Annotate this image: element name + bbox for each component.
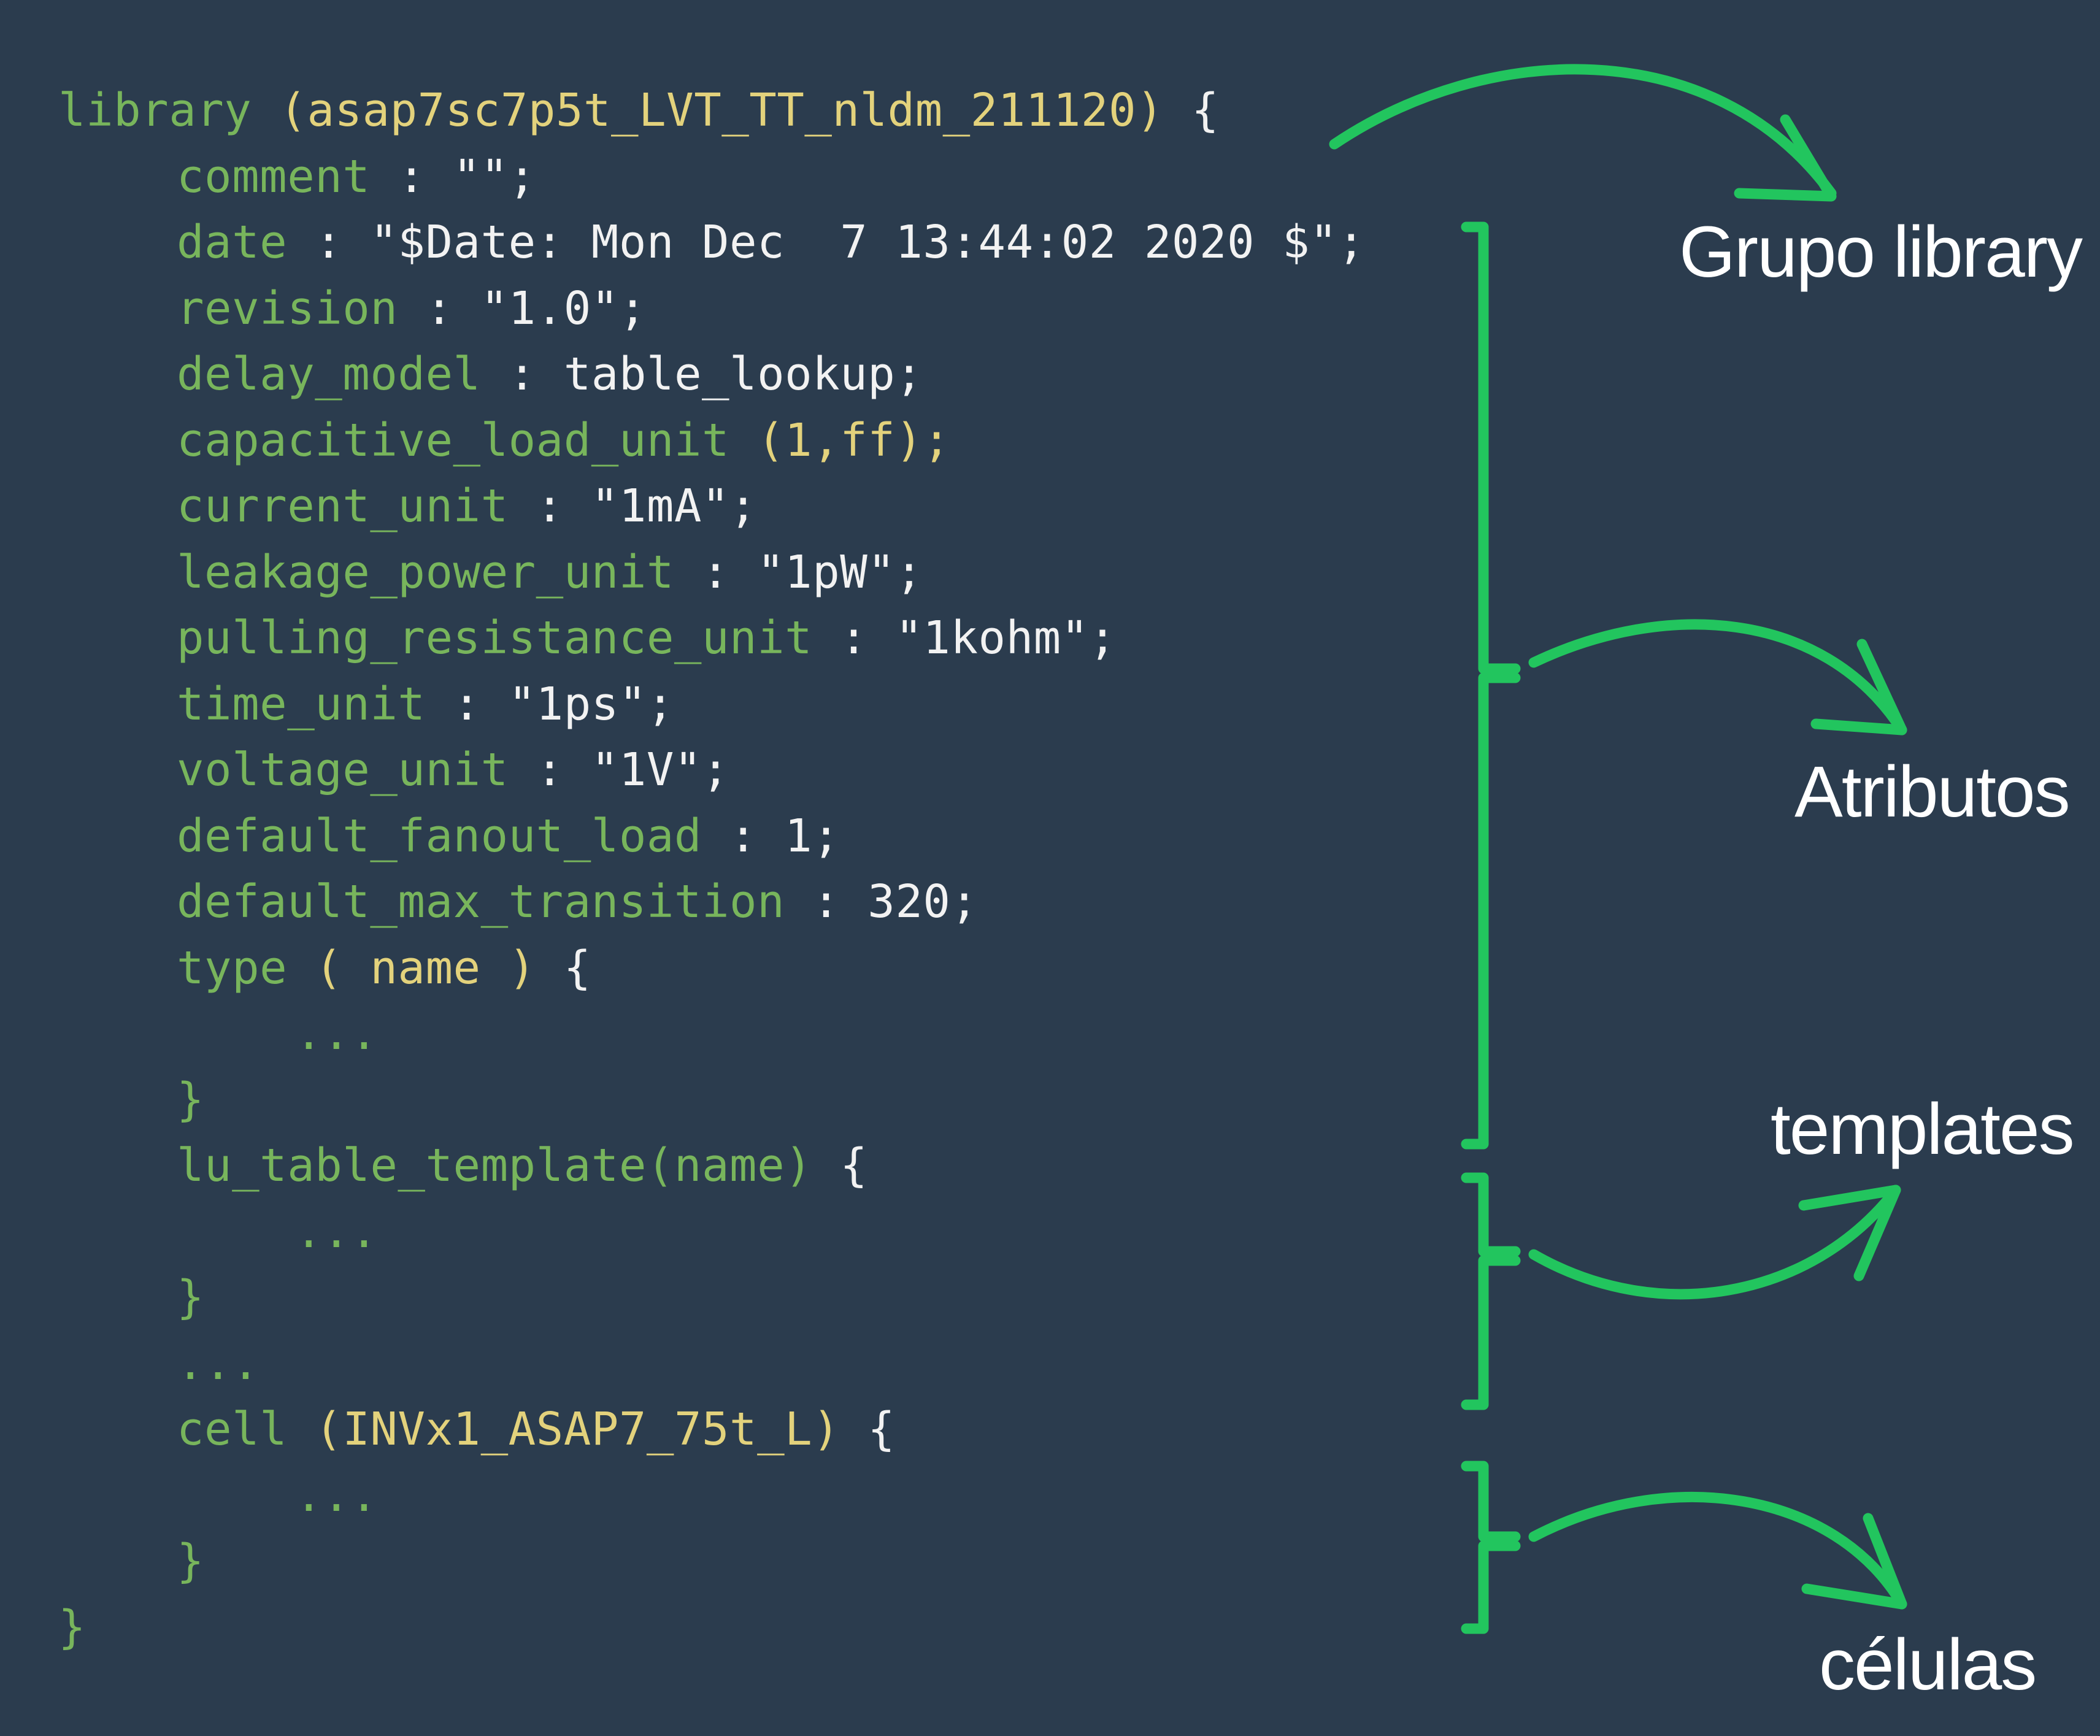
code-token: : 320; — [785, 875, 979, 928]
code-token: comment — [177, 150, 371, 203]
label-grupo-library: Grupo library — [1679, 212, 2083, 293]
bracket-templates — [1461, 1172, 1521, 1410]
code-token: : "1.0"; — [398, 282, 647, 335]
bracket-celulas — [1461, 1461, 1521, 1634]
code-line: ... — [295, 1003, 378, 1064]
code-line: delay_model : table_lookup; — [177, 344, 923, 405]
code-line: } — [58, 1597, 86, 1658]
code-token: } — [177, 1073, 205, 1126]
code-token: (INVx1_ASAP7_75t_L) — [315, 1403, 840, 1456]
code-line: current_unit : "1mA"; — [177, 475, 757, 537]
code-token: leakage_power_unit — [177, 545, 674, 599]
code-line: date : "$Date: Mon Dec 7 13:44:02 2020 $… — [177, 212, 1365, 273]
code-token: : "1V"; — [508, 743, 730, 796]
arrow-celulas — [1528, 1492, 1907, 1610]
code-token: type — [177, 941, 315, 994]
arrow-atributos-curve — [1528, 619, 1907, 735]
code-token: { — [536, 941, 591, 994]
code-token: revision — [177, 282, 398, 335]
label-atributos: Atributos — [1794, 751, 2071, 832]
code-line: library (asap7sc7p5t_LVT_TT_nldm_211120)… — [58, 80, 1219, 141]
code-token: { — [1164, 84, 1220, 137]
code-token: ... — [295, 1469, 379, 1522]
arrow-templates — [1528, 1185, 1901, 1300]
arrow-atributos — [1528, 619, 1907, 735]
code-line: } — [177, 1267, 204, 1328]
code-line: ... — [295, 1201, 378, 1262]
code-token: ... — [177, 1337, 260, 1390]
code-token: date — [177, 216, 288, 269]
code-token: (1,ff); — [757, 413, 951, 467]
code-token: time_unit — [177, 677, 426, 731]
code-line: default_fanout_load : 1; — [177, 805, 840, 867]
code-token: { — [840, 1403, 896, 1456]
arrow-grupo-library-curve — [1329, 64, 1837, 199]
code-token: : "1ps"; — [425, 677, 674, 731]
code-token: : 1; — [701, 809, 840, 862]
arrow-templates-head — [1798, 1185, 1901, 1281]
label-templates: templates — [1771, 1089, 2075, 1170]
code-token: : table_lookup; — [480, 348, 923, 401]
code-line: time_unit : "1ps"; — [177, 674, 674, 735]
code-token: cell — [177, 1403, 315, 1456]
code-token: ( name ) — [315, 941, 536, 994]
code-token: current_unit — [177, 480, 509, 532]
arrow-templates-curve — [1528, 1185, 1901, 1300]
code-line: lu_table_template(name) { — [177, 1135, 867, 1196]
code-line: comment : ""; — [177, 146, 536, 207]
code-token: delay_model — [177, 348, 481, 401]
code-token: } — [177, 1535, 205, 1588]
code-token: } — [177, 1271, 205, 1324]
arrow-celulas-curve — [1528, 1492, 1907, 1610]
code-token: default_max_transition — [177, 875, 785, 928]
code-token: (asap7sc7p5t_LVT_TT_nldm_211120) — [279, 84, 1164, 137]
code-token: : ""; — [370, 150, 536, 203]
code-token: : "$Date: Mon Dec 7 13:44:02 2020 $"; — [287, 216, 1366, 269]
code-line: default_max_transition : 320; — [177, 871, 979, 932]
code-line: voltage_unit : "1V"; — [177, 739, 729, 801]
bracket-atributos — [1461, 221, 1521, 1150]
code-token: : "1kohm"; — [812, 612, 1117, 664]
code-line: cell (INVx1_ASAP7_75t_L) { — [177, 1399, 895, 1460]
label-celulas: células — [1819, 1624, 2037, 1705]
code-token: voltage_unit — [177, 743, 509, 796]
code-token: : "1mA"; — [508, 480, 758, 532]
code-line: } — [177, 1531, 204, 1592]
code-line: revision : "1.0"; — [177, 278, 647, 339]
code-token: capacitive_load_unit — [177, 413, 758, 467]
arrow-grupo-library-head — [1734, 114, 1837, 202]
code-line: } — [177, 1069, 204, 1131]
code-token: ... — [295, 1007, 379, 1060]
code-token: pulling_resistance_unit — [177, 612, 813, 664]
code-token: library — [58, 84, 280, 137]
code-line: ... — [177, 1333, 260, 1394]
arrow-celulas-head — [1801, 1513, 1907, 1610]
code-token: lu_table_template(name) — [177, 1139, 813, 1192]
code-token: : "1pW"; — [674, 545, 923, 599]
code-line: type ( name ) { — [177, 937, 591, 999]
code-line: leakage_power_unit : "1pW"; — [177, 542, 923, 603]
code-token: { — [812, 1139, 868, 1192]
code-line: ... — [295, 1465, 378, 1526]
code-token: } — [58, 1600, 87, 1654]
code-line: capacitive_load_unit (1,ff); — [177, 410, 950, 471]
arrow-atributos-head — [1810, 639, 1907, 735]
code-token: default_fanout_load — [177, 809, 702, 862]
code-token: ... — [295, 1205, 379, 1258]
arrow-grupo-library — [1329, 64, 1837, 202]
code-line: pulling_resistance_unit : "1kohm"; — [177, 607, 1117, 669]
